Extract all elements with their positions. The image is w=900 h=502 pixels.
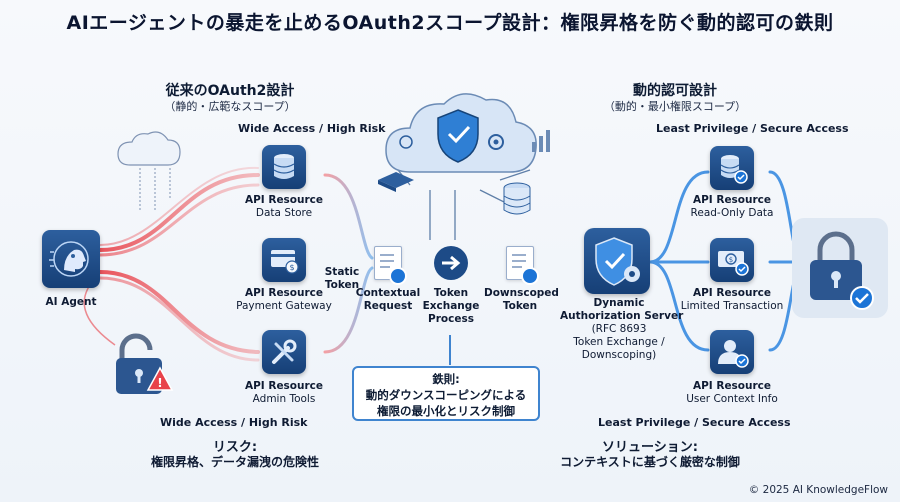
data-store-node bbox=[262, 145, 306, 189]
database-stack-icon bbox=[503, 182, 531, 215]
unlocked-padlock-warning-icon: ! bbox=[116, 333, 174, 394]
read-only-data-node bbox=[710, 146, 754, 190]
ai-agent-node bbox=[42, 230, 100, 288]
money-check-icon: $ bbox=[718, 251, 749, 276]
authorization-server-node bbox=[584, 228, 650, 294]
limited-transaction-node: $ bbox=[710, 238, 754, 282]
locked-padlock-check-icon bbox=[810, 231, 874, 310]
risk-text: 権限昇格、データ漏洩の危険性 bbox=[150, 455, 319, 469]
database-check-icon bbox=[720, 155, 748, 184]
principle-callout: 鉄則: 動的ダウンスコーピングによる 権限の最小化とリスク制御 bbox=[352, 366, 540, 421]
user-check-icon bbox=[718, 340, 749, 368]
callout-line-1: 動的ダウンスコーピングによる bbox=[365, 388, 527, 402]
svg-text:$: $ bbox=[289, 263, 294, 272]
left-subheading: （静的・広範なスコープ） bbox=[164, 100, 296, 113]
check-badge-icon bbox=[521, 267, 539, 285]
user-context-info-node bbox=[710, 330, 754, 374]
page-title: AIエージェントの暴走を止めるOAuth2スコープ設計：権限昇格を防ぐ動的認可の… bbox=[66, 12, 834, 34]
tools-icon bbox=[272, 339, 297, 364]
left-heading: 従来のOAuth2設計 bbox=[165, 83, 295, 99]
ai-agent-label: AI Agent bbox=[45, 296, 97, 308]
solution-text: コンテキストに基づく厳密な制御 bbox=[560, 455, 740, 469]
contextual-request-document-icon bbox=[374, 246, 407, 285]
left-bottom-risk-label: Wide Access / High Risk bbox=[160, 416, 308, 429]
right-top-label: Least Privilege / Secure Access bbox=[656, 122, 849, 135]
svg-text:$: $ bbox=[729, 256, 733, 264]
callout-title: 鉄則: bbox=[432, 372, 460, 386]
server-block-icon bbox=[378, 172, 414, 192]
right-bottom-label: Least Privilege / Secure Access bbox=[598, 416, 791, 429]
right-heading: 動的認可設計 bbox=[633, 83, 717, 99]
check-badge-icon bbox=[389, 267, 407, 285]
token-exchange-arrow-icon bbox=[434, 246, 468, 280]
locked-padlock-card bbox=[792, 218, 888, 318]
copyright-footer: © 2025 AI KnowledgeFlow bbox=[748, 484, 888, 496]
callout-line-2: 権限の最小化とリスク制御 bbox=[377, 404, 515, 418]
bar-chart-icon bbox=[532, 130, 550, 152]
payment-card-icon: $ bbox=[271, 250, 299, 274]
robot-head-icon bbox=[49, 241, 89, 277]
database-icon bbox=[273, 154, 295, 179]
solution-title: ソリューション: bbox=[602, 440, 698, 455]
risk-title: リスク: bbox=[212, 440, 258, 455]
shield-gear-icon bbox=[595, 237, 640, 286]
left-top-risk-label: Wide Access / High Risk bbox=[238, 122, 386, 135]
admin-tools-node bbox=[262, 330, 306, 374]
svg-text:!: ! bbox=[157, 376, 162, 390]
right-subheading: （動的・最小権限スコープ） bbox=[603, 100, 747, 113]
cloud-shield-icon bbox=[385, 93, 537, 173]
downscoped-token-document-icon bbox=[506, 246, 539, 285]
payment-gateway-node: $ bbox=[262, 238, 306, 282]
